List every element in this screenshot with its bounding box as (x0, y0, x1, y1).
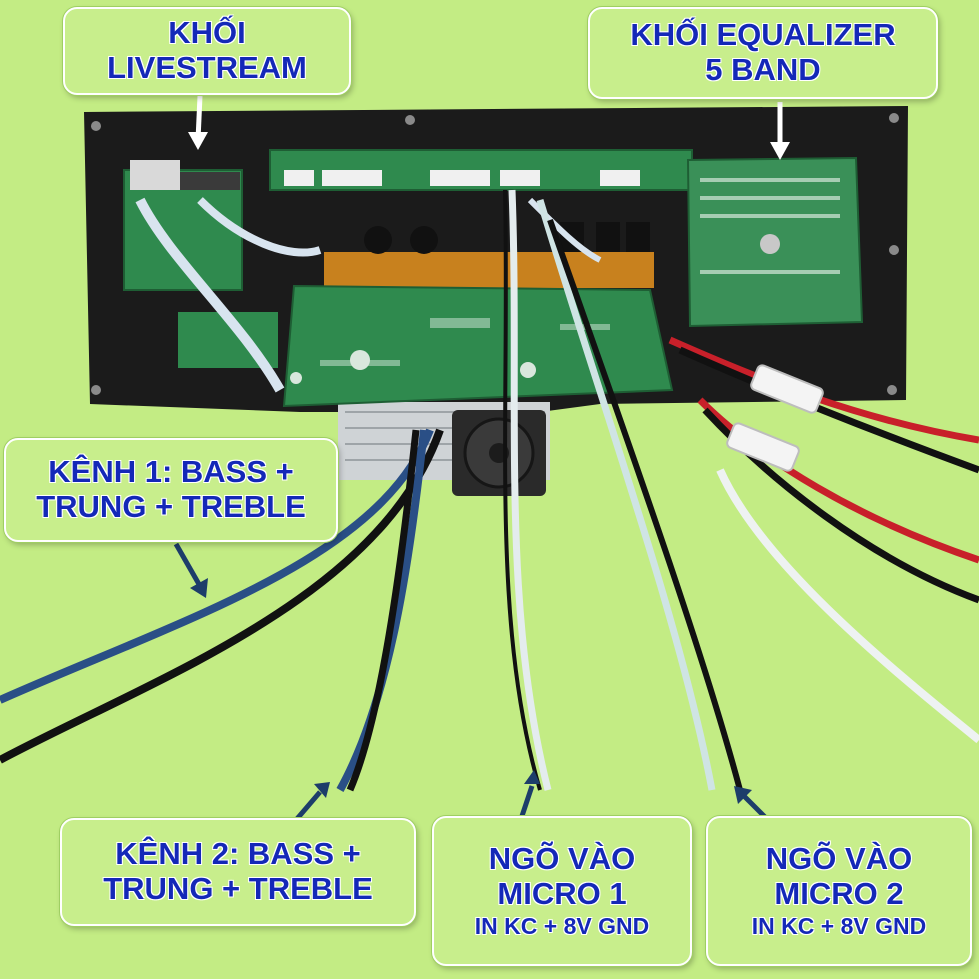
power-board (324, 252, 654, 288)
label-channel-2: KÊNH 2: BASS + TRUNG + TREBLE (60, 818, 416, 926)
label-micro-1-line3: IN KC + 8V GND (474, 912, 650, 939)
label-channel-2-line2: TRUNG + TREBLE (103, 871, 373, 906)
label-micro-1-line2: MICRO 1 (497, 876, 627, 912)
label-equalizer-line1: KHỐI EQUALIZER (630, 17, 896, 53)
label-micro-2-line1: NGÕ VÀO (765, 841, 913, 877)
label-livestream-line2: LIVESTREAM (107, 50, 307, 85)
channel-1-wire-blue (0, 428, 434, 704)
label-equalizer-line2: 5 BAND (705, 52, 821, 87)
label-micro-1-line1: NGÕ VÀO (488, 841, 636, 877)
arrow-equalizer (770, 102, 790, 160)
label-equalizer-block: KHỐI EQUALIZER 5 BAND (588, 7, 938, 99)
label-channel-1-line1: KÊNH 1: BASS + (48, 454, 294, 490)
micro-1-wire (508, 189, 552, 791)
label-micro-2-line3: IN KC + 8V GND (751, 912, 927, 939)
label-micro-2-line2: MICRO 2 (774, 876, 904, 912)
label-livestream-line1: KHỐI (168, 15, 246, 51)
label-channel-1-line2: TRUNG + TREBLE (36, 489, 306, 524)
label-channel-1: KÊNH 1: BASS + TRUNG + TREBLE (4, 438, 338, 542)
arrow-micro-2 (734, 786, 768, 820)
mounting-holes (91, 113, 899, 395)
main-amplifier-pcb (282, 284, 674, 408)
arrow-channel-1 (173, 542, 208, 598)
label-micro-2-input: NGÕ VÀO MICRO 2 IN KC + 8V GND (706, 816, 972, 966)
label-channel-2-line1: KÊNH 2: BASS + (115, 836, 361, 872)
arrow-channel-2 (294, 782, 330, 822)
arrow-livestream (188, 95, 208, 150)
label-livestream-block: KHỐI LIVESTREAM (63, 7, 351, 95)
channel-2-wire-black (346, 429, 420, 792)
label-micro-1-input: NGÕ VÀO MICRO 1 IN KC + 8V GND (432, 816, 692, 966)
arrow-micro-1 (519, 770, 540, 817)
channel-2-wire-blue (336, 429, 428, 792)
micro-2-wire (536, 198, 716, 791)
